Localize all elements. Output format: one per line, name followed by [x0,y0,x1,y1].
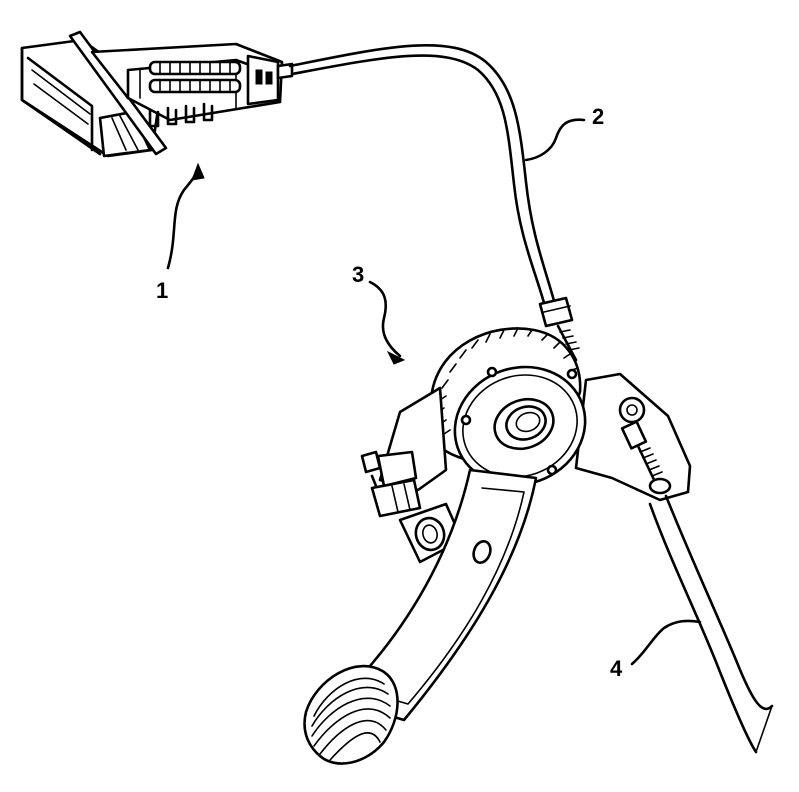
cable [288,43,574,328]
foot-pad [303,665,399,765]
callout-label-2: 2 [592,104,604,129]
callout-label-1: 1 [156,278,168,303]
pedal-assembly [303,324,692,765]
return-strut [648,494,774,754]
control-module [20,30,294,158]
callout-label-4: 4 [610,656,623,681]
callout-label-3: 3 [352,262,364,287]
callout-leaders [166,118,702,666]
callout-labels: 1 2 3 4 [156,104,623,681]
